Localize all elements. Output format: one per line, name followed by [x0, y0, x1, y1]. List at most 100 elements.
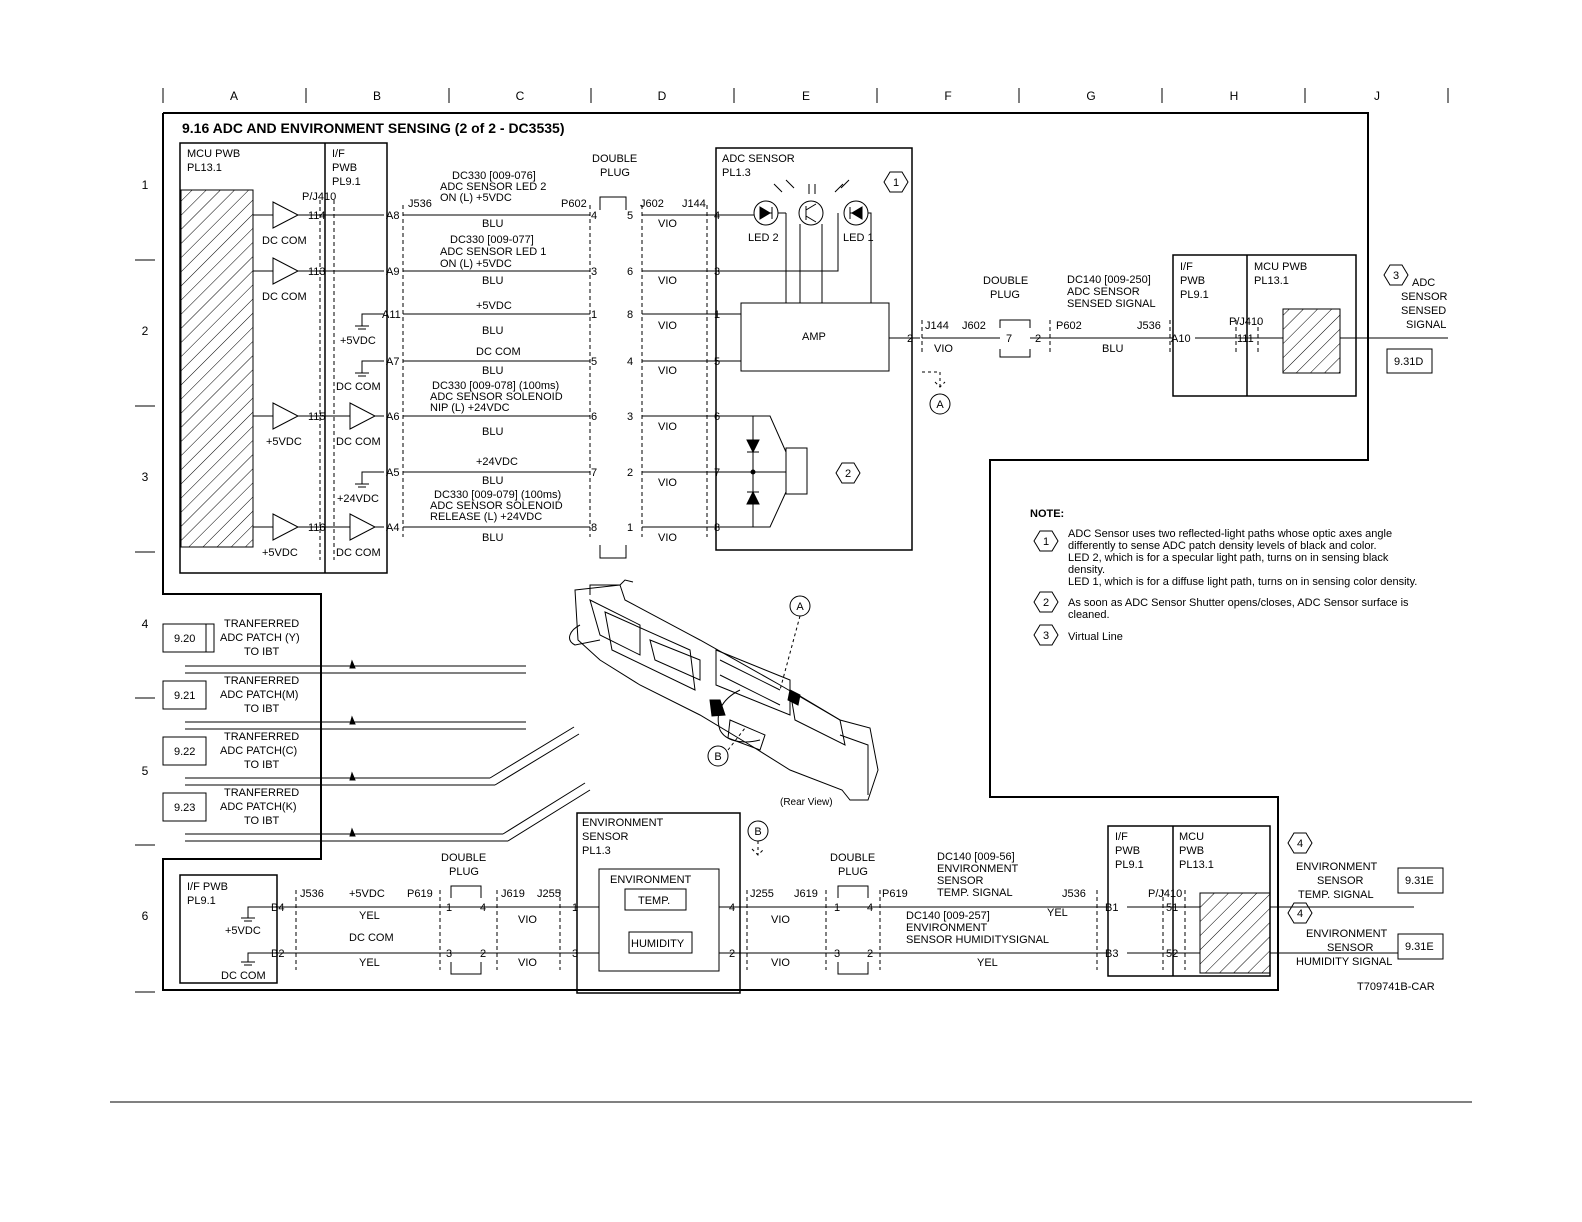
figure-id: T709741B-CAR — [1357, 981, 1435, 993]
if-pin: A9 — [386, 266, 399, 278]
ground-symbols — [355, 313, 384, 488]
plug-pin: 4 — [480, 902, 486, 914]
double-plug-label: PLUG — [449, 866, 479, 878]
mcu-pwb-pl: PL13.1 — [187, 162, 222, 174]
env-mcu-label: PWB — [1179, 845, 1204, 857]
double-plug-label: PLUG — [838, 866, 868, 878]
patch-ref[interactable]: 9.21 — [174, 690, 195, 702]
mcu-pin: 115 — [308, 411, 326, 423]
note-line: cleaned. — [1068, 609, 1110, 621]
harness-wires — [402, 196, 725, 559]
marker-3: 3 — [1393, 270, 1399, 282]
pin-label: B3 — [1105, 948, 1118, 960]
plug-pin: 2 — [480, 948, 486, 960]
patch-ref[interactable]: 9.22 — [174, 746, 195, 758]
p602-label: P602 — [1056, 320, 1082, 332]
if-pin: A5 — [386, 467, 399, 479]
env-if-label: PWB — [1115, 845, 1140, 857]
grid-col-label: F — [944, 89, 951, 103]
ref-931e[interactable]: 9.31E — [1405, 875, 1434, 887]
if-pin: A8 — [386, 210, 399, 222]
sensor-pin: 2 — [729, 948, 735, 960]
env-sensor-pl: PL1.3 — [582, 845, 611, 857]
j255-label: J255 — [537, 888, 561, 900]
p5vdc-label: +5VDC — [349, 888, 385, 900]
signal-led1: ON (L) +5VDC — [440, 258, 512, 270]
p5vdc-label: +5VDC — [266, 436, 302, 448]
signal-nip: NIP (L) +24VDC — [430, 402, 510, 414]
j619-label: J619 — [501, 888, 525, 900]
patch-label: ADC PATCH (Y) — [220, 632, 300, 644]
mcu-pwb-label: MCU PWB — [1254, 261, 1307, 273]
env-sensor-label: SENSOR — [582, 831, 629, 843]
patch-label: TO IBT — [244, 703, 280, 715]
wire-color: VIO — [658, 320, 677, 332]
patch-ref[interactable]: 9.20 — [174, 633, 195, 645]
patch-label: ADC PATCH(C) — [220, 745, 297, 757]
right-mcu-hatch — [1282, 308, 1341, 374]
j536-label: J536 — [1137, 320, 1161, 332]
plug-pin: 1 — [591, 309, 597, 321]
adc-out-label: SENSOR — [1401, 291, 1448, 303]
circle-markers — [707, 393, 951, 842]
wire-color: BLU — [482, 426, 503, 438]
wire-color: VIO — [771, 957, 790, 969]
plug-pin: 4 — [627, 356, 633, 368]
adc-sensor-label: ADC SENSOR — [722, 153, 795, 165]
wire-color: VIO — [658, 477, 677, 489]
sensor-pin: 3 — [714, 266, 720, 278]
ref-931d-box[interactable] — [1386, 348, 1433, 374]
if-pwb-label: PWB — [1180, 275, 1205, 287]
wire-color: YEL — [359, 910, 380, 922]
wire-color: VIO — [658, 532, 677, 544]
wire-color: VIO — [518, 914, 537, 926]
adc-out-label: SIGNAL — [1406, 319, 1446, 331]
j536-label: J536 — [408, 198, 432, 210]
amp-label: AMP — [802, 331, 826, 343]
patch-label: TRANFERRED — [224, 675, 299, 687]
wire-color: YEL — [359, 957, 380, 969]
pin-label: A10 — [1171, 333, 1191, 345]
patch-label: ADC PATCH(M) — [220, 689, 298, 701]
p24vdc-label: +24VDC — [476, 456, 518, 468]
signal-adc-sensed: DC140 [009-250] — [1067, 274, 1151, 286]
wire-color: BLU — [482, 532, 503, 544]
adc-out-label: ADC — [1412, 277, 1435, 289]
hex-markers — [835, 171, 1409, 924]
plug-pin: 3 — [591, 266, 597, 278]
pin-label: 52 — [1166, 948, 1178, 960]
pin-label: 111 — [1237, 333, 1254, 345]
if-pwb-label: I/F — [1180, 261, 1193, 273]
signal-env-temp: ENVIRONMENT — [937, 863, 1019, 875]
signal-led2: ON (L) +5VDC — [440, 192, 512, 204]
signal-env-hum: ENVIRONMENT — [906, 922, 988, 934]
patch-ref[interactable]: 9.23 — [174, 802, 195, 814]
wire-color: BLU — [1102, 343, 1123, 355]
wire-color: VIO — [934, 343, 953, 355]
signal-env-hum: SENSOR HUMIDITYSIGNAL — [906, 934, 1049, 946]
dc-com-label: DC COM — [336, 547, 381, 559]
plug-pin: 6 — [591, 411, 597, 423]
ref-931d[interactable]: 9.31D — [1394, 356, 1423, 368]
pin-label: B1 — [1105, 902, 1118, 914]
ref-931e-box[interactable] — [1397, 867, 1444, 894]
sensor-pin: 1 — [572, 902, 578, 914]
patch-label: TO IBT — [244, 815, 280, 827]
grid-col-label: A — [230, 89, 238, 103]
env-wires — [241, 812, 1414, 994]
grid-frame — [110, 88, 1472, 1103]
ref-931e-box[interactable] — [1397, 933, 1444, 960]
grid-col-label: H — [1230, 89, 1239, 103]
if-pin: A7 — [386, 356, 399, 368]
env-out-hum: HUMIDITY SIGNAL — [1296, 956, 1392, 968]
signal-nip: DC330 [009-078] (100ms) — [432, 380, 559, 392]
mcu-hatch — [180, 189, 254, 548]
wire-color: VIO — [658, 275, 677, 287]
env-if-label: I/F — [1115, 831, 1128, 843]
plug-pin: 8 — [627, 309, 633, 321]
ref-931e[interactable]: 9.31E — [1405, 941, 1434, 953]
signal-release: RELEASE (L) +24VDC — [430, 511, 542, 523]
j619-label: J619 — [794, 888, 818, 900]
wire-color: BLU — [482, 218, 503, 230]
note-heading: NOTE: — [1030, 508, 1064, 520]
